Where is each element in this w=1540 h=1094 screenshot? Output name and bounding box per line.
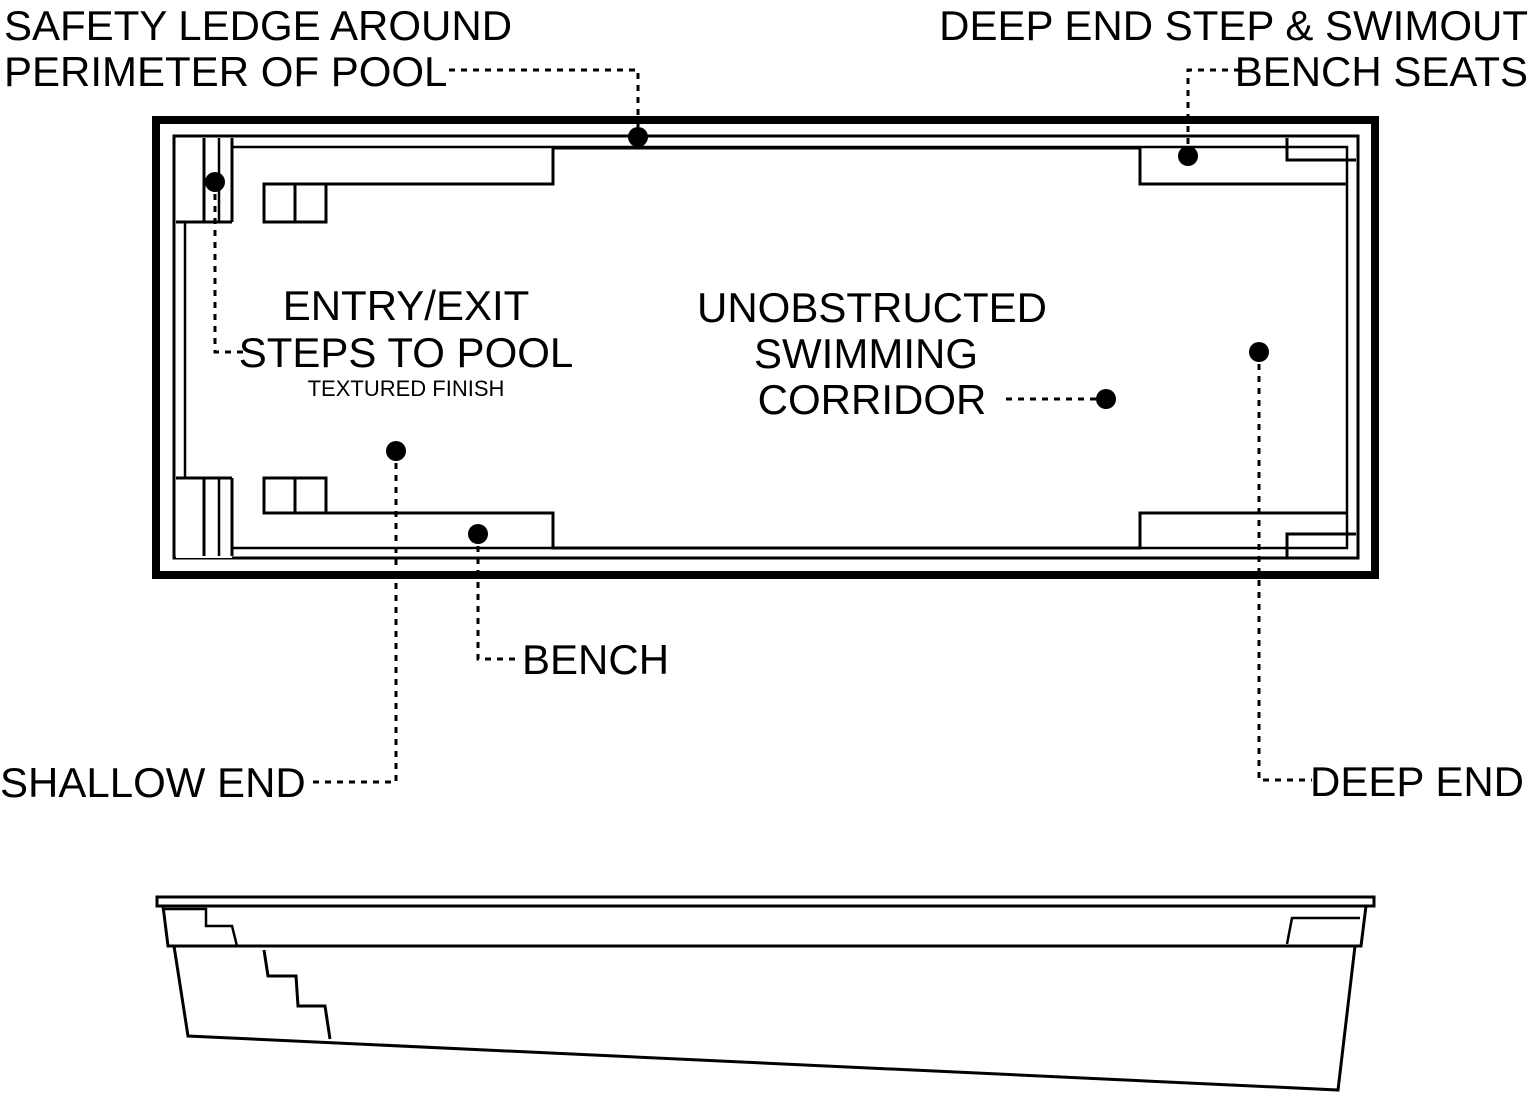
safety-ledge-marker bbox=[628, 127, 648, 147]
safety-ledge-label-line1: SAFETY LEDGE AROUND bbox=[4, 2, 512, 49]
safety-ledge-leader bbox=[449, 68, 640, 137]
safety-ledge-label-line2: PERIMETER OF POOL bbox=[4, 48, 447, 95]
entry-steps-marker bbox=[205, 172, 225, 192]
deep-step-leader bbox=[1186, 68, 1240, 156]
corridor-label-line3: CORRIDOR bbox=[758, 376, 987, 423]
callout-leaders bbox=[205, 68, 1312, 784]
pool-coping-outline bbox=[152, 116, 1379, 579]
corridor-label-line1: UNOBSTRUCTED bbox=[697, 284, 1047, 331]
entry-label-line1: ENTRY/EXIT bbox=[283, 282, 530, 329]
pool-side-profile bbox=[155, 895, 1376, 1092]
profile-pool-body bbox=[172, 945, 1357, 1092]
deep-end-leader bbox=[1257, 352, 1312, 782]
deep-end-step-top bbox=[1285, 138, 1356, 162]
profile-deep-step bbox=[1285, 916, 1360, 945]
deep-step-label-line2: BENCH SEATS bbox=[1235, 48, 1528, 95]
labels: SAFETY LEDGE AROUND PERIMETER OF POOL DE… bbox=[0, 2, 1528, 806]
corridor-marker bbox=[1096, 389, 1116, 409]
deep-step-marker bbox=[1178, 146, 1198, 166]
bench-leader bbox=[476, 534, 515, 661]
bench-label: BENCH bbox=[522, 636, 669, 683]
shallow-end-marker bbox=[386, 441, 406, 461]
profile-entry-steps bbox=[262, 949, 332, 1040]
safety-ledge-outer bbox=[172, 134, 1360, 560]
profile-ledge-band bbox=[161, 905, 1368, 948]
deep-step-label-line1: DEEP END STEP & SWIMOUT bbox=[939, 2, 1528, 49]
bench-marker bbox=[468, 524, 488, 544]
deep-end-marker bbox=[1249, 342, 1269, 362]
deep-end-step-bottom bbox=[1285, 532, 1356, 558]
profile-coping bbox=[155, 895, 1376, 908]
shallow-end-label: SHALLOW END bbox=[0, 759, 306, 806]
bottom-bench-outline bbox=[262, 478, 1348, 550]
entry-sub-label: TEXTURED FINISH bbox=[308, 376, 505, 401]
deep-end-label: DEEP END bbox=[1310, 758, 1524, 805]
entry-label-line2: STEPS TO POOL bbox=[239, 329, 574, 376]
entry-steps-leader bbox=[213, 182, 243, 354]
corridor-label-line2: SWIMMING bbox=[754, 330, 978, 377]
shallow-end-leader bbox=[310, 451, 398, 784]
pool-plan-view bbox=[152, 116, 1379, 579]
profile-ledge-steps bbox=[165, 907, 239, 947]
